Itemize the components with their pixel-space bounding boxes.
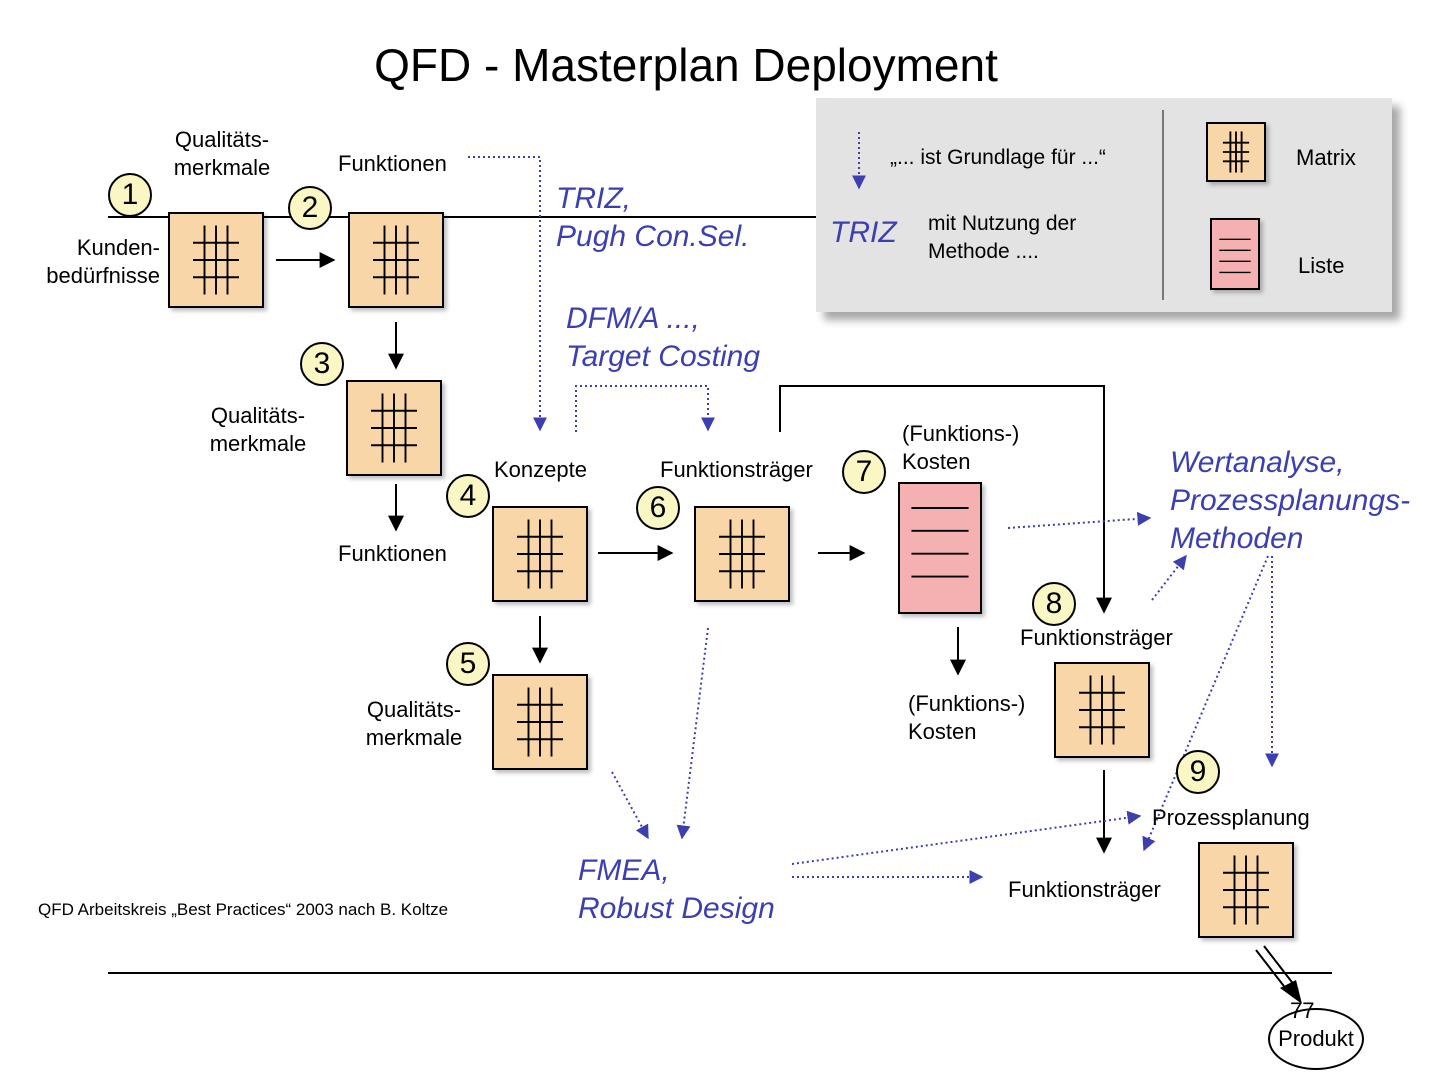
matrix-step-1 xyxy=(168,212,264,308)
matrix-step-4 xyxy=(492,506,588,602)
step9-input-label: Funktionsträger xyxy=(1008,877,1161,902)
legend-list-icon xyxy=(1210,218,1260,290)
method-dfma-target-costing: DFM/A ..., Target Costing xyxy=(566,302,761,373)
legend-method-label: mit Nutzung der Methode .... xyxy=(928,212,1077,263)
product-ellipse: Produkt xyxy=(1268,1008,1364,1070)
step-number-9: 9 xyxy=(1176,750,1220,794)
step-number-5: 5 xyxy=(446,642,490,686)
method-wertanalyse: Wertanalyse, Prozessplanungs- Methoden xyxy=(1170,446,1411,555)
legend-lines xyxy=(852,110,1164,300)
step5-input-label: Qualitäts- merkmale xyxy=(365,697,463,750)
dotted-5-fmea xyxy=(611,771,649,840)
step1-output-label: Qualitäts- merkmale xyxy=(173,127,271,180)
step4-output-label: Konzepte xyxy=(494,457,587,482)
dotted-fmea-9 xyxy=(791,810,1142,865)
dotted-8-wertanalyse xyxy=(1151,554,1187,601)
legend-list-label: Liste xyxy=(1298,253,1345,278)
matrix-step-2 xyxy=(348,212,444,308)
step-number-6: 6 xyxy=(636,486,680,530)
step8-input-label: (Funktions-) Kosten xyxy=(908,691,1026,744)
step1-input-label: Kunden- bedürfnisse xyxy=(46,235,160,288)
step-number-8: 8 xyxy=(1032,582,1076,626)
step8-output-label: Funktionsträger xyxy=(1020,625,1173,650)
arrow-product-head xyxy=(1280,980,1302,1004)
matrix-step-6 xyxy=(694,506,790,602)
step-number-1: 1 xyxy=(108,173,152,217)
list-step-7 xyxy=(898,482,982,614)
step3-input-label: Qualitäts- merkmale xyxy=(209,403,307,456)
matrix-step-3 xyxy=(346,380,442,476)
dotted-6-fmea xyxy=(676,627,709,840)
page-title: QFD - Masterplan Deployment xyxy=(374,39,998,91)
legend-box: „... ist Grundlage für ...“ TRIZ mit Nut… xyxy=(816,98,1392,312)
dotted-7-wertanalyse xyxy=(1007,511,1152,529)
step-number-2: 2 xyxy=(288,186,332,230)
dotted-dfma xyxy=(575,385,715,432)
legend-matrix-label: Matrix xyxy=(1296,145,1356,170)
step-number-3: 3 xyxy=(300,342,344,386)
source-footnote: QFD Arbeitskreis „Best Practices“ 2003 n… xyxy=(38,900,449,919)
dotted-funktionen-konzepte xyxy=(468,156,547,432)
matrix-step-9 xyxy=(1198,842,1294,938)
legend-triz: TRIZ xyxy=(830,216,897,249)
step9-output-label: Prozessplanung xyxy=(1152,805,1310,830)
legend-basis-label: „... ist Grundlage für ...“ xyxy=(890,146,1106,169)
matrix-step-5 xyxy=(492,674,588,770)
dotted-wert-funktionstraeger xyxy=(1142,555,1269,852)
method-triz-pugh: TRIZ, Pugh Con.Sel. xyxy=(556,182,750,253)
step3-output-label: Funktionen xyxy=(338,541,447,566)
arrow-6-to-8 xyxy=(779,385,1112,614)
method-fmea-robust-design: FMEA, Robust Design xyxy=(578,854,775,925)
legend-matrix-icon xyxy=(1206,122,1266,182)
step-number-4: 4 xyxy=(446,474,490,518)
step-number-7: 7 xyxy=(842,450,886,494)
step7-output-label: (Funktions-) Kosten xyxy=(902,421,1020,474)
step6-output-label: Funktionsträger xyxy=(660,457,813,482)
matrix-step-8 xyxy=(1054,662,1150,758)
page-number: 77 xyxy=(1290,998,1315,1023)
step2-output-label: Funktionen xyxy=(338,151,447,176)
product-label: Produkt xyxy=(1278,1026,1354,1051)
